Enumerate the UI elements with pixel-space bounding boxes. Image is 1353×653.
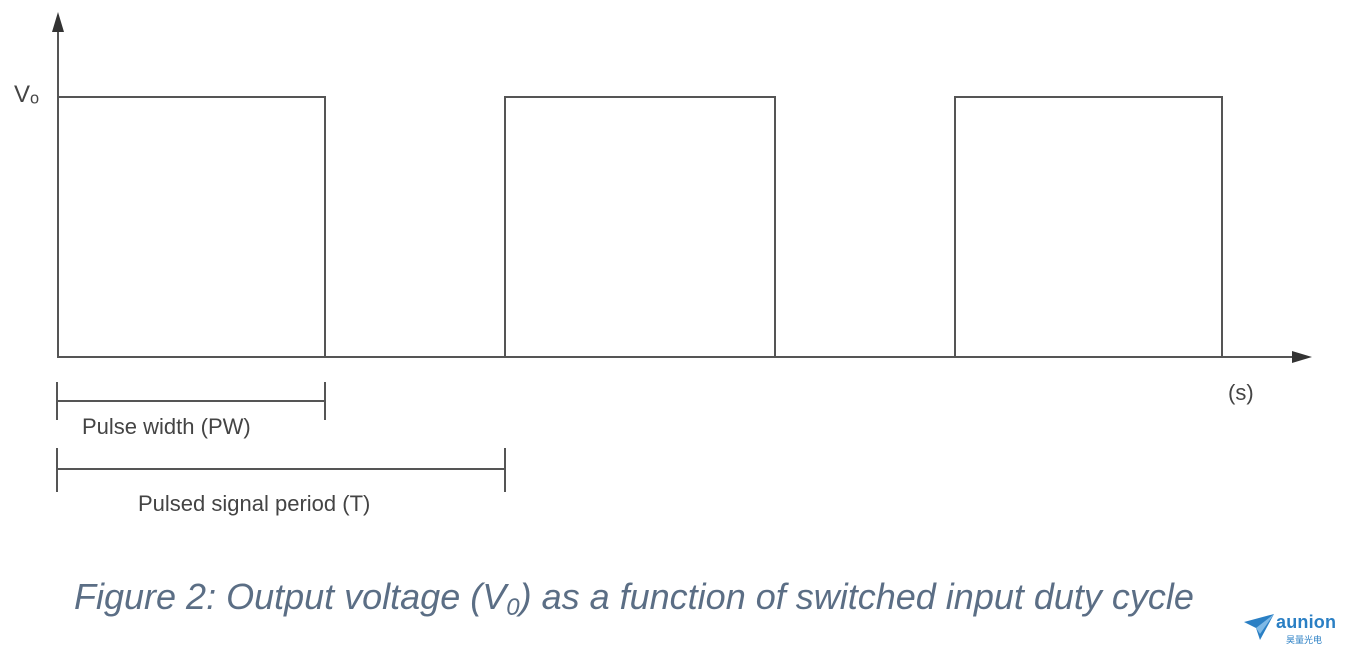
pulse-width-label: Pulse width (PW) [82, 414, 251, 439]
square-wave-diagram: Vₒ (s) Pulse width (PW) Pulsed signal pe… [14, 12, 1312, 516]
y-axis-label: Vₒ [14, 81, 39, 108]
brand-logo: aunion 昊量光电 [1242, 610, 1352, 650]
x-axis-label: (s) [1228, 380, 1254, 405]
square-waveform [58, 96, 1223, 358]
logo-wordmark: aunion [1276, 612, 1337, 632]
x-axis-arrow [1292, 351, 1312, 363]
caption-suffix: ) as a function of switched input duty c… [519, 576, 1194, 617]
y-axis-arrow [52, 12, 64, 32]
period-label: Pulsed signal period (T) [138, 491, 370, 516]
paper-plane-icon [1244, 614, 1274, 640]
logo-subtext: 昊量光电 [1286, 635, 1323, 645]
figure-caption: Figure 2: Output voltage (V0) as a funct… [74, 576, 1194, 622]
caption-subscript: 0 [506, 594, 520, 621]
caption-prefix: Figure 2: Output voltage (V [74, 576, 507, 617]
